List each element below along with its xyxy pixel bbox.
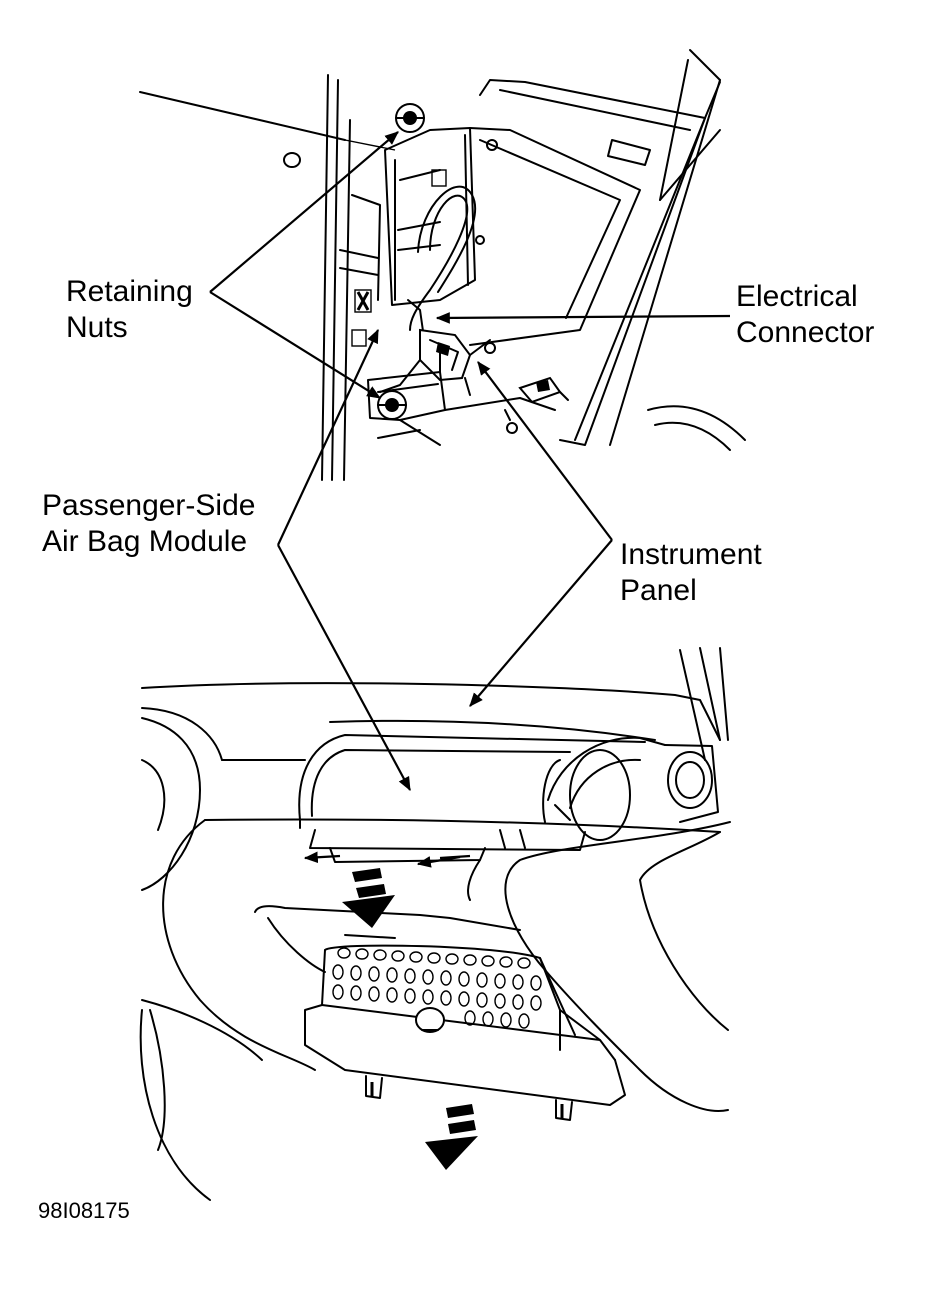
retaining-nut-bottom: [377, 390, 407, 420]
leader-lines: [209, 131, 731, 792]
instrument-panel-label: Instrument Panel: [620, 538, 762, 607]
top-detail-view: [139, 49, 746, 481]
glove-box: [304, 944, 626, 1121]
retaining-nut-top: [395, 103, 425, 133]
electrical-connector-label: Electrical Connector: [736, 280, 875, 349]
passenger-airbag-label: Passenger-Side Air Bag Module: [42, 489, 256, 558]
figure-id: 98I08175: [38, 1198, 130, 1223]
vent-holes: [332, 947, 542, 1029]
retaining-nuts-label: Retaining Nuts: [66, 275, 193, 344]
dashboard-view: [139, 647, 731, 1201]
